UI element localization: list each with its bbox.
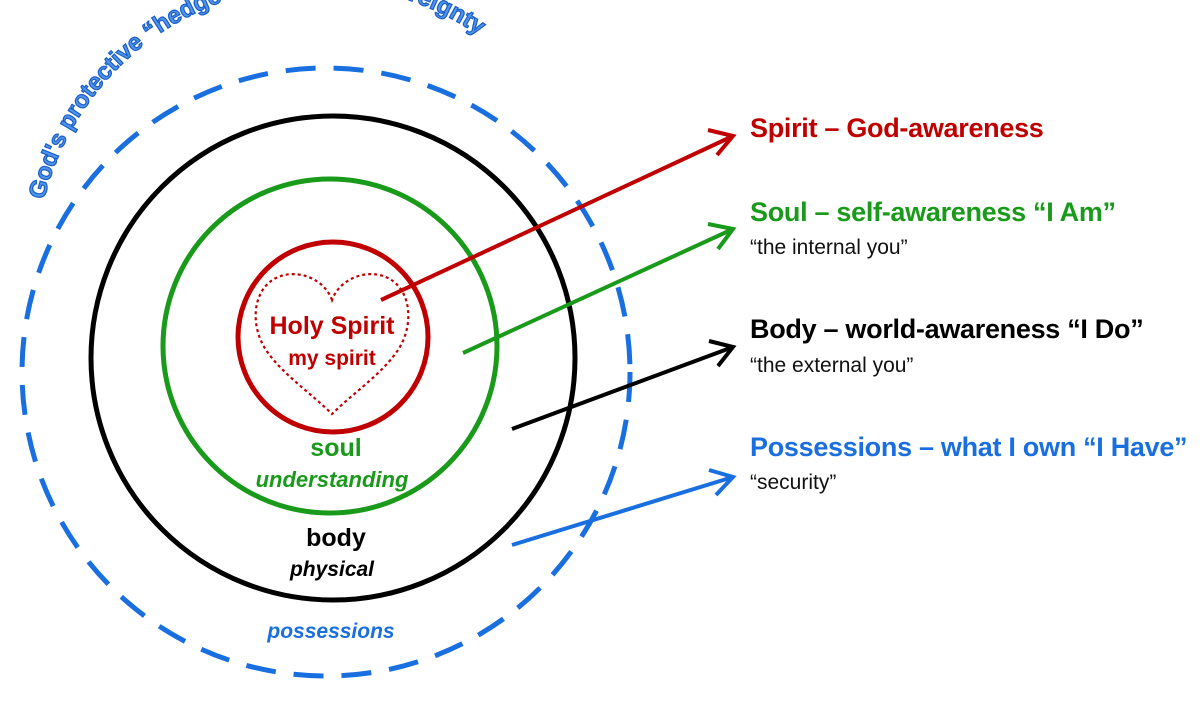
possessions-arrow [511, 468, 737, 547]
hedge-circle [19, 65, 633, 679]
soul-arrow [462, 222, 737, 355]
legend-body-subtitle: “the external you” [750, 354, 914, 377]
spirit-circle [235, 239, 431, 435]
soul-primary-label: soul [310, 434, 362, 462]
spirit-arrow [380, 128, 737, 302]
soul-circle [160, 176, 500, 516]
legend-body-title: Body – world-awareness “I Do” [750, 314, 1144, 344]
legend-spirit-title: Spirit – God-awareness [750, 113, 1044, 143]
body-circle [88, 113, 578, 603]
body-secondary-label: physical [289, 558, 375, 581]
body-primary-label: body [306, 524, 366, 552]
body-arrow [511, 339, 737, 431]
possessions-label: possessions [267, 620, 395, 643]
legend-possessions-title: Possessions – what I own “I Have” [750, 432, 1188, 462]
legend-possessions-subtitle: “security” [750, 471, 837, 494]
hedge-label: God's protective “hedge” (fence) of sove… [24, 0, 491, 202]
hedge-label-text: God's protective “hedge” (fence) of sove… [23, 0, 491, 202]
spirit-primary-label: Holy Spirit [269, 312, 395, 340]
spirit-secondary-label: my spirit [288, 347, 376, 370]
soul-secondary-label: understanding [255, 467, 409, 492]
legend-soul-title: Soul – self-awareness “I Am” [750, 197, 1116, 227]
heart-icon [254, 273, 410, 416]
legend-soul-subtitle: “the internal you” [750, 236, 908, 259]
